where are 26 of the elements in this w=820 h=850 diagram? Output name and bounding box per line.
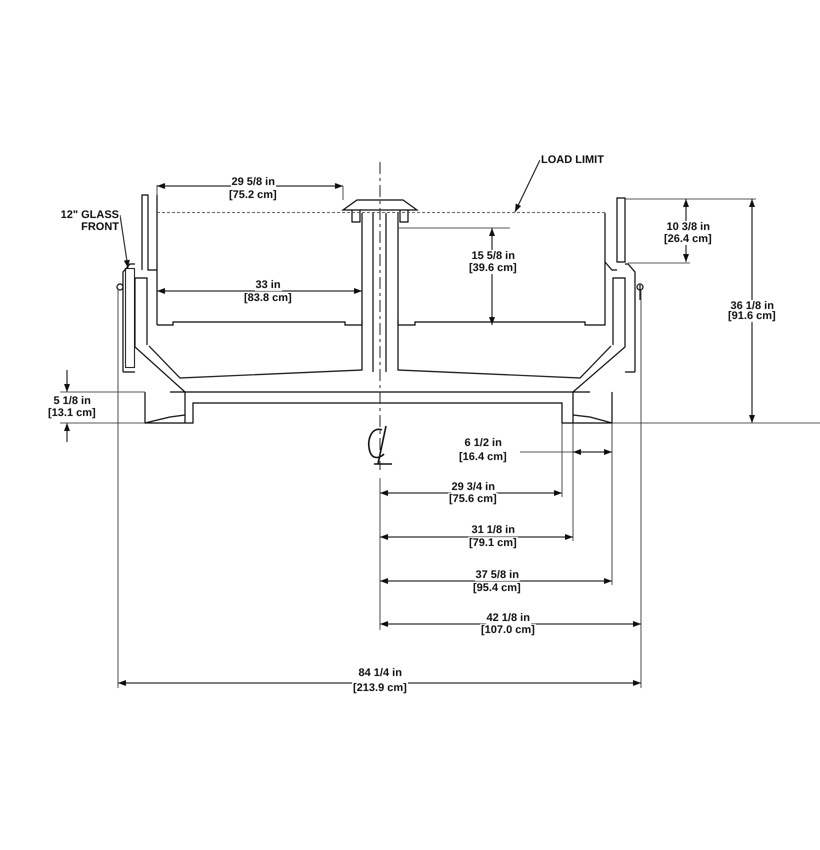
dimension-label: [16.4 cm] [458,451,508,463]
dimension-label: 31 1/8 in [470,524,516,536]
dimension-label: 6 1/2 in [464,437,503,449]
dimension-label: 37 5/8 in [474,569,520,581]
dimension-label: [213.9 cm] [352,682,408,694]
dimension-label: 29 3/4 in [450,481,496,493]
dimension-label: [75.2 cm] [228,189,278,201]
leader-line [514,160,540,212]
dimension-label: [91.6 cm] [727,310,777,322]
dimension-label: [39.6 cm] [468,262,518,274]
load-limit-line [157,212,605,214]
dimension-label: [95.4 cm] [472,582,522,594]
dimension-label: 84 1/4 in [358,667,403,679]
dimension-label: 5 1/8 in [52,395,92,407]
dimension-label: [79.1 cm] [468,537,518,549]
dimension-label: 42 1/8 in [486,612,531,624]
dimension-label: 10 3/8 in [666,221,711,233]
dimension-label: [13.1 cm] [47,407,97,419]
dimension-label: [83.8 cm] [243,292,293,304]
glass-panel [125,268,135,368]
dimension-label: [26.4 cm] [663,233,713,245]
dimension-label: 29 5/8 in [230,176,276,188]
dimension-label: 33 in [254,279,282,291]
dimension-label: 15 5/8 in [470,250,516,262]
dimension-label: [107.0 cm] [480,624,536,636]
dimension-label: [75.6 cm] [448,493,498,505]
